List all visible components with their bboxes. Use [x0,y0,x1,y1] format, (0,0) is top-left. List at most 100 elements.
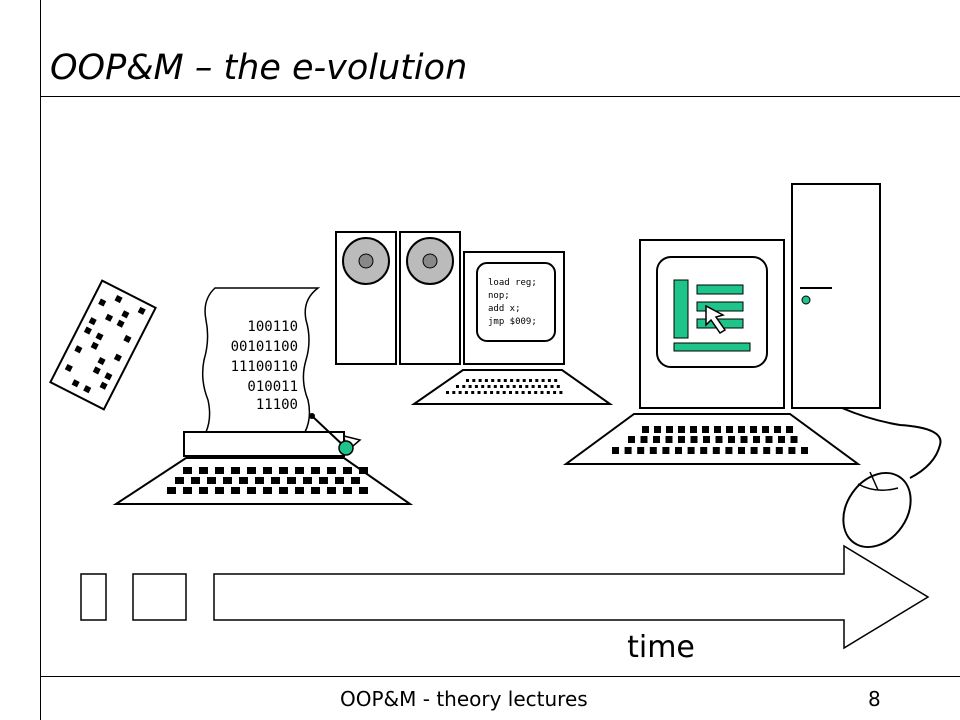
keyboard-key [223,477,232,484]
keyboard-key [775,447,783,454]
title-divider [40,96,960,97]
keyboard-key [553,391,557,394]
keyboard-key [231,467,240,474]
keyboard-key [468,385,472,388]
keyboard-key [715,436,723,443]
keyboard-key [279,487,288,494]
terminal-screen [476,262,556,342]
printout-line-2: 00101100 [231,339,298,355]
terminal-keyboard [410,369,614,405]
punch-hole [71,379,80,388]
keyboard-key [175,477,184,484]
keyboard-key [624,447,632,454]
terminal-keys [446,379,563,394]
punch-hole [137,306,146,315]
keyboard-key [665,436,673,443]
keyboard-key [544,385,548,388]
keyboard-key [546,391,550,394]
footer-divider [40,676,960,677]
keyboard-key [279,467,288,474]
pc-keys [612,426,808,454]
keyboard-key [183,467,192,474]
mouse-cable [841,407,942,479]
code-line-4: jmp $009; [488,317,537,327]
keyboard-key [712,447,720,454]
punch-hole [83,385,92,394]
keyboard-key [653,436,660,443]
keyboard-key [452,391,456,394]
keyboard-key [287,477,296,484]
printout-line-1: 100110 [247,319,298,335]
keyboard-key [525,385,529,388]
keyboard-key [303,477,312,484]
personal-computer [562,183,942,549]
keyboard-key [556,385,560,388]
keyboard-key [726,426,733,433]
punch-hole [64,363,73,373]
keyboard-key [778,436,785,443]
punch-hole [88,317,97,326]
keyboard-key [351,477,360,484]
keyboard-key [503,379,507,382]
keyboard-key [343,467,352,474]
keyboard-key [359,467,368,474]
keyboard-key [247,467,256,474]
keyboard-key [327,467,336,474]
keyboard-key [487,385,491,388]
keyboard-key [335,477,344,484]
keyboard-key [765,436,773,443]
punch-hole [104,313,114,322]
keyboard-key [263,487,272,494]
page-number: 8 [868,687,881,711]
keyboard-key [774,426,781,433]
keyboard-key [666,426,673,433]
keyboard-key [509,391,512,394]
keyboard-key [790,436,798,443]
keyboard-key [478,379,482,382]
keyboard-key [529,379,532,382]
keyboard-key [215,487,224,494]
keyboard-key [703,436,710,443]
keyboard-key [462,385,466,388]
gui-bar-1 [696,284,744,295]
keyboard-key [763,447,771,454]
keyboard-key [537,385,541,388]
keyboard-key [183,487,192,494]
terminal: load reg; nop; add x; jmp $009; [410,251,614,405]
teletype: 100110 00101100 11100110 010011 11100 [112,287,414,505]
keyboard-key [740,436,748,443]
keyboard-key [534,391,538,394]
punch-card-body [49,279,157,411]
tape-drives [335,231,461,365]
keyboard-key [547,379,551,382]
punch-hole [97,357,106,366]
keyboard-key [199,487,208,494]
time-arrow [213,544,930,650]
pc-keyboard [562,413,862,465]
footer-course: OOP&M - theory lectures [340,687,588,711]
printout-line-5: 11100 [256,397,298,413]
gui-bar-4 [673,342,751,352]
keyboard-key [456,385,459,388]
keyboard-key [199,467,208,474]
keyboard-key [474,385,478,388]
keyboard-key [231,487,240,494]
keyboard-key [714,426,721,433]
mouse-body [842,471,912,549]
keyboard-key [207,477,216,484]
keyboard-key [788,447,796,454]
time-label: time [627,630,695,665]
keyboard-key [519,385,522,388]
punch-hole [74,345,83,354]
keyboard-key [522,379,526,382]
printout-line-4: 010011 [247,379,298,395]
keyboard-key [801,447,808,454]
keyboard-key [527,391,531,394]
keyboard-key [640,436,648,443]
keyboard-key [493,385,497,388]
keyboard-key [255,477,264,484]
keyboard-key [687,447,695,454]
keyboard-key [628,436,635,443]
keyboard-key [477,391,481,394]
keyboard-key [521,391,525,394]
